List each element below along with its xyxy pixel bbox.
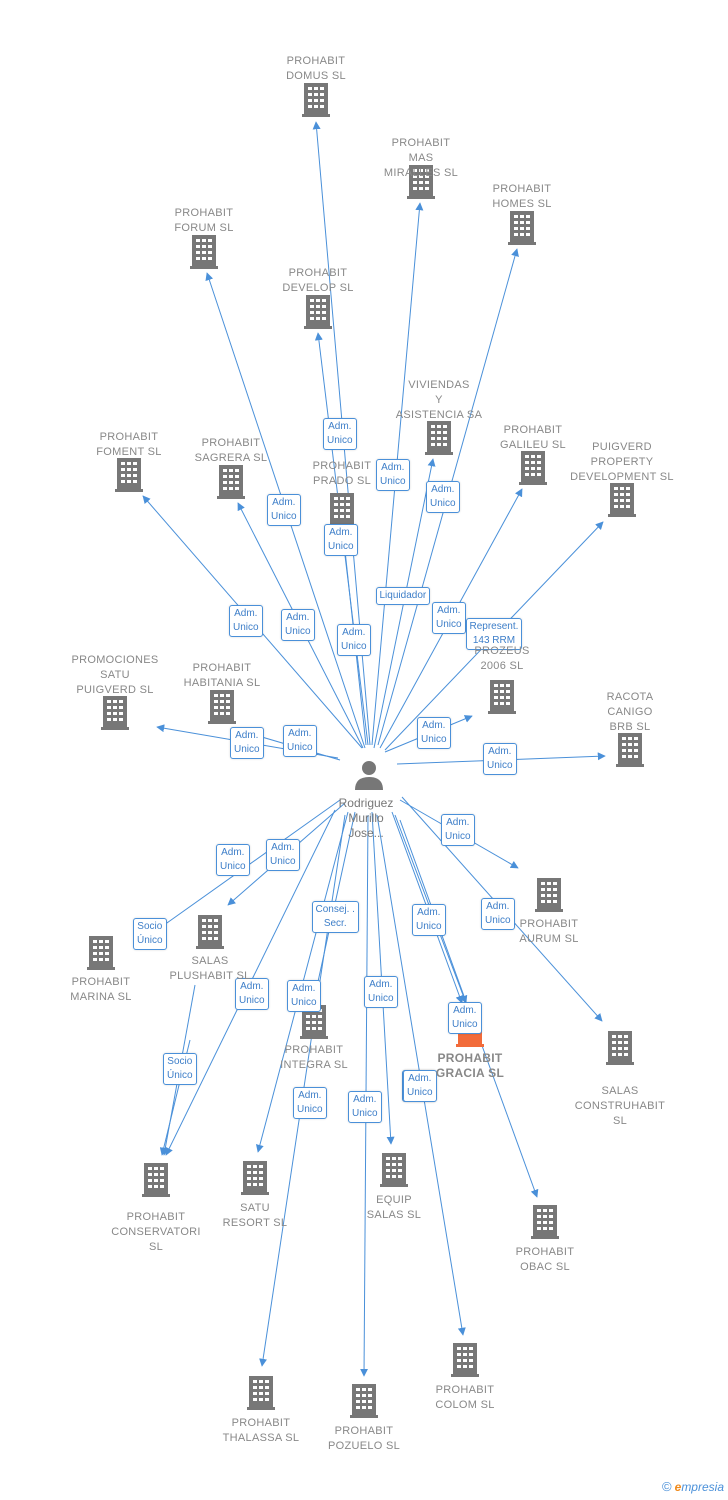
- company-name-equip[interactable]: EQUIP SALAS SL: [366, 1194, 422, 1221]
- building-icon-viviendas[interactable]: [425, 421, 453, 455]
- building-icon-homes[interactable]: [508, 211, 536, 245]
- building-icon-construhabit[interactable]: [606, 1031, 634, 1065]
- building-icon-domus[interactable]: [302, 83, 330, 117]
- building-icon-marina[interactable]: [87, 936, 115, 970]
- edge-label-mas[interactable]: Adm. Unico: [376, 459, 410, 491]
- building-icon-promociones[interactable]: [101, 696, 129, 730]
- company-name-galileu[interactable]: PROHABIT GALILEU SL: [500, 424, 566, 451]
- building-icon-satu_resort[interactable]: [241, 1161, 269, 1195]
- edge-label-puigverd_prop[interactable]: Represent. 143 RRM: [465, 618, 523, 650]
- company-name-satu_resort[interactable]: SATU RESORT SL: [222, 1202, 288, 1229]
- edge-label-develop[interactable]: Adm. Unico: [324, 524, 358, 556]
- edge-label-equip[interactable]: Adm. Unico: [364, 976, 398, 1008]
- edge-label-homes[interactable]: Adm. Unico: [426, 481, 460, 513]
- company-name-prado[interactable]: PROHABIT PRADO SL: [312, 460, 372, 487]
- edge-label-satu_resort[interactable]: Consej. . Secr.: [311, 901, 359, 933]
- edge-label-gracia[interactable]: Adm. Unico: [412, 904, 446, 936]
- edge-label-integra[interactable]: Adm. Unico: [287, 980, 321, 1012]
- company-name-homes[interactable]: PROHABIT HOMES SL: [492, 183, 552, 210]
- building-icon-pozuelo[interactable]: [350, 1384, 378, 1418]
- building-icon-habitania[interactable]: [208, 690, 236, 724]
- brand-initial: e: [674, 1480, 682, 1494]
- company-name-puigverd_prop[interactable]: PUIGVERD PROPERTY DEVELOPMENT SL: [570, 441, 674, 483]
- company-name-obac[interactable]: PROHABIT OBAC SL: [515, 1246, 575, 1273]
- building-icon-galileu[interactable]: [519, 451, 547, 485]
- company-name-racota[interactable]: RACOTA CANIGO BRB SL: [606, 691, 654, 733]
- building-icon-thalassa[interactable]: [247, 1376, 275, 1410]
- edge-label-conservatori_b[interactable]: Socio Único: [163, 1053, 197, 1085]
- company-name-develop[interactable]: PROHABIT DEVELOP SL: [282, 267, 354, 294]
- edge-label-sagrera[interactable]: Adm. Unico: [281, 609, 315, 641]
- brand-logo: ©empresia: [662, 1479, 724, 1494]
- building-icon-obac[interactable]: [531, 1205, 559, 1239]
- edge-label-promociones[interactable]: Adm. Unico: [230, 727, 264, 759]
- edge-label-pozuelo[interactable]: Adm. Unico: [348, 1091, 382, 1123]
- company-name-plushabit[interactable]: SALAS PLUSHABIT SL: [169, 955, 251, 982]
- company-name-foment[interactable]: PROHABIT FOMENT SL: [96, 431, 162, 458]
- building-icon-conservatori[interactable]: [142, 1163, 170, 1197]
- edge-label-colom[interactable]: Adm. Unico: [403, 1070, 437, 1102]
- edges-layer: [142, 121, 606, 1377]
- company-name-marina[interactable]: PROHABIT MARINA SL: [70, 976, 132, 1003]
- building-icon-equip[interactable]: [380, 1153, 408, 1187]
- edge-label-marina[interactable]: Adm. Unico: [216, 844, 250, 876]
- company-name-forum[interactable]: PROHABIT FORUM SL: [174, 207, 234, 234]
- building-icon-foment[interactable]: [115, 458, 143, 492]
- edge-label-galileu[interactable]: Adm. Unico: [432, 602, 466, 634]
- edge-label-prado[interactable]: Adm. Unico: [337, 624, 371, 656]
- edge-label-aurum[interactable]: Adm. Unico: [441, 814, 475, 846]
- edge-label-prozeus[interactable]: Adm. Unico: [417, 717, 451, 749]
- edge-label-construhabit[interactable]: Adm. Unico: [481, 898, 515, 930]
- company-name-pozuelo[interactable]: PROHABIT POZUELO SL: [327, 1425, 401, 1452]
- company-name-colom[interactable]: PROHABIT COLOM SL: [435, 1384, 495, 1411]
- building-icon-plushabit[interactable]: [196, 915, 224, 949]
- company-name-habitania[interactable]: PROHABIT HABITANIA SL: [183, 662, 261, 689]
- company-name-sagrera[interactable]: PROHABIT SAGRERA SL: [194, 437, 268, 464]
- building-icon-prado[interactable]: [328, 493, 356, 527]
- company-name-domus[interactable]: PROHABIT DOMUS SL: [286, 55, 346, 82]
- company-name-viviendas[interactable]: VIVIENDAS Y ASISTENCIA SA: [395, 379, 483, 421]
- edge-label-gracia_b[interactable]: Adm. Unico: [448, 1002, 482, 1034]
- company-name-promociones[interactable]: PROMOCIONES SATU PUIGVERD SL: [71, 654, 159, 696]
- edge-label-racota[interactable]: Adm. Unico: [483, 743, 517, 775]
- edge-label-viviendas[interactable]: Liquidador: [375, 587, 431, 605]
- building-icon-forum[interactable]: [190, 235, 218, 269]
- building-icon-colom[interactable]: [451, 1343, 479, 1377]
- brand-name: mpresia: [681, 1480, 724, 1494]
- company-name-prozeus[interactable]: PROZEUS 2006 SL: [474, 645, 530, 672]
- edge-label-conservatori[interactable]: Adm. Unico: [235, 978, 269, 1010]
- building-icon-racota[interactable]: [616, 733, 644, 767]
- edge-label-thalassa[interactable]: Adm. Unico: [293, 1087, 327, 1119]
- person-icon: [355, 761, 383, 790]
- copyright-icon: ©: [662, 1479, 672, 1494]
- company-name-construhabit[interactable]: SALAS CONSTRUHABIT SL: [574, 1085, 666, 1127]
- building-icon-develop[interactable]: [304, 295, 332, 329]
- edge-label-forum[interactable]: Adm. Unico: [267, 494, 301, 526]
- edge-label-domus[interactable]: Adm. Unico: [323, 418, 357, 450]
- building-icon-prozeus[interactable]: [488, 680, 516, 714]
- company-name-integra[interactable]: PROHABIT INTEGRA SL: [280, 1044, 348, 1071]
- edge-label-foment[interactable]: Adm. Unico: [229, 605, 263, 637]
- building-icon-sagrera[interactable]: [217, 465, 245, 499]
- company-name-mas[interactable]: PROHABIT MAS MIRALLES SL: [383, 137, 459, 179]
- company-name-gracia[interactable]: PROHABIT GRACIA SL: [435, 1051, 505, 1080]
- company-name-conservatori[interactable]: PROHABIT CONSERVATORI SL: [111, 1211, 201, 1253]
- edge-label-plushabit[interactable]: Adm. Unico: [266, 839, 300, 871]
- edge-label-habitania[interactable]: Adm. Unico: [283, 725, 317, 757]
- person-name[interactable]: Rodriguez Murillo Jose...: [338, 796, 394, 840]
- company-name-aurum[interactable]: PROHABIT AURUM SL: [519, 918, 579, 945]
- building-icon-puigverd_prop[interactable]: [608, 483, 636, 517]
- edge-label-conservatori_a[interactable]: Socio Único: [133, 918, 167, 950]
- company-name-thalassa[interactable]: PROHABIT THALASSA SL: [222, 1417, 300, 1444]
- building-icon-aurum[interactable]: [535, 878, 563, 912]
